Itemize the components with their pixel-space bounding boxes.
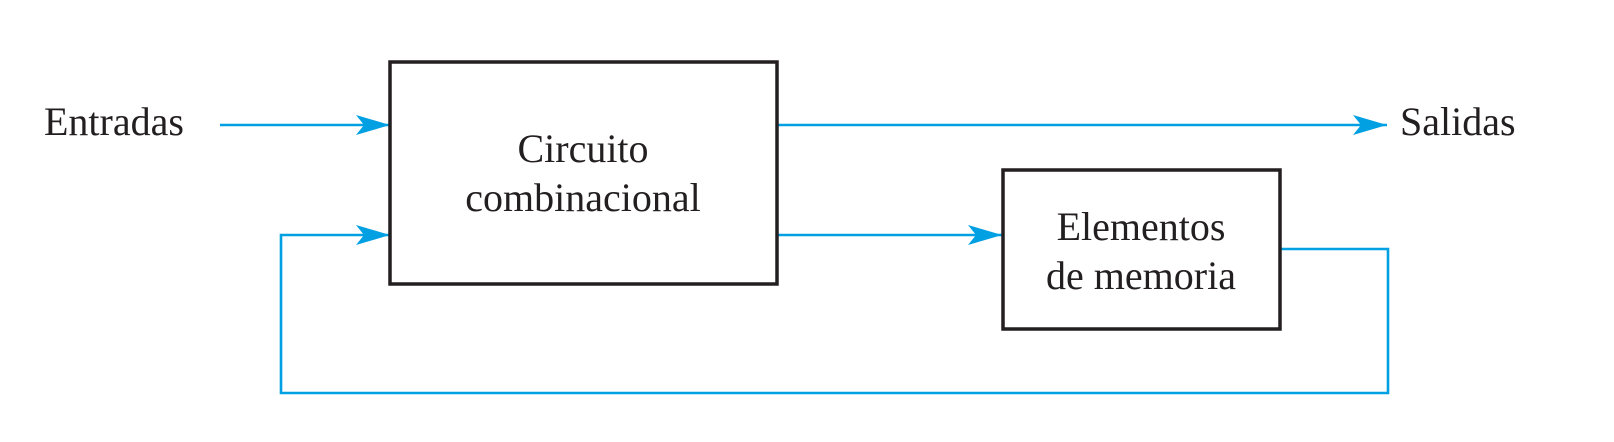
memory-label-line2: de memoria [1046,253,1236,298]
combinational-label-line1: Circuito [517,126,648,171]
outputs-label: Salidas [1400,99,1516,144]
combinational-circuit-block [388,60,779,286]
memory-label-line1: Elementos [1057,204,1226,249]
combinational-label-line2: combinacional [465,175,700,220]
feedback-loop-arrow [279,225,1390,395]
memory-elements-block [1001,168,1282,331]
inputs-label: Entradas [44,99,184,144]
